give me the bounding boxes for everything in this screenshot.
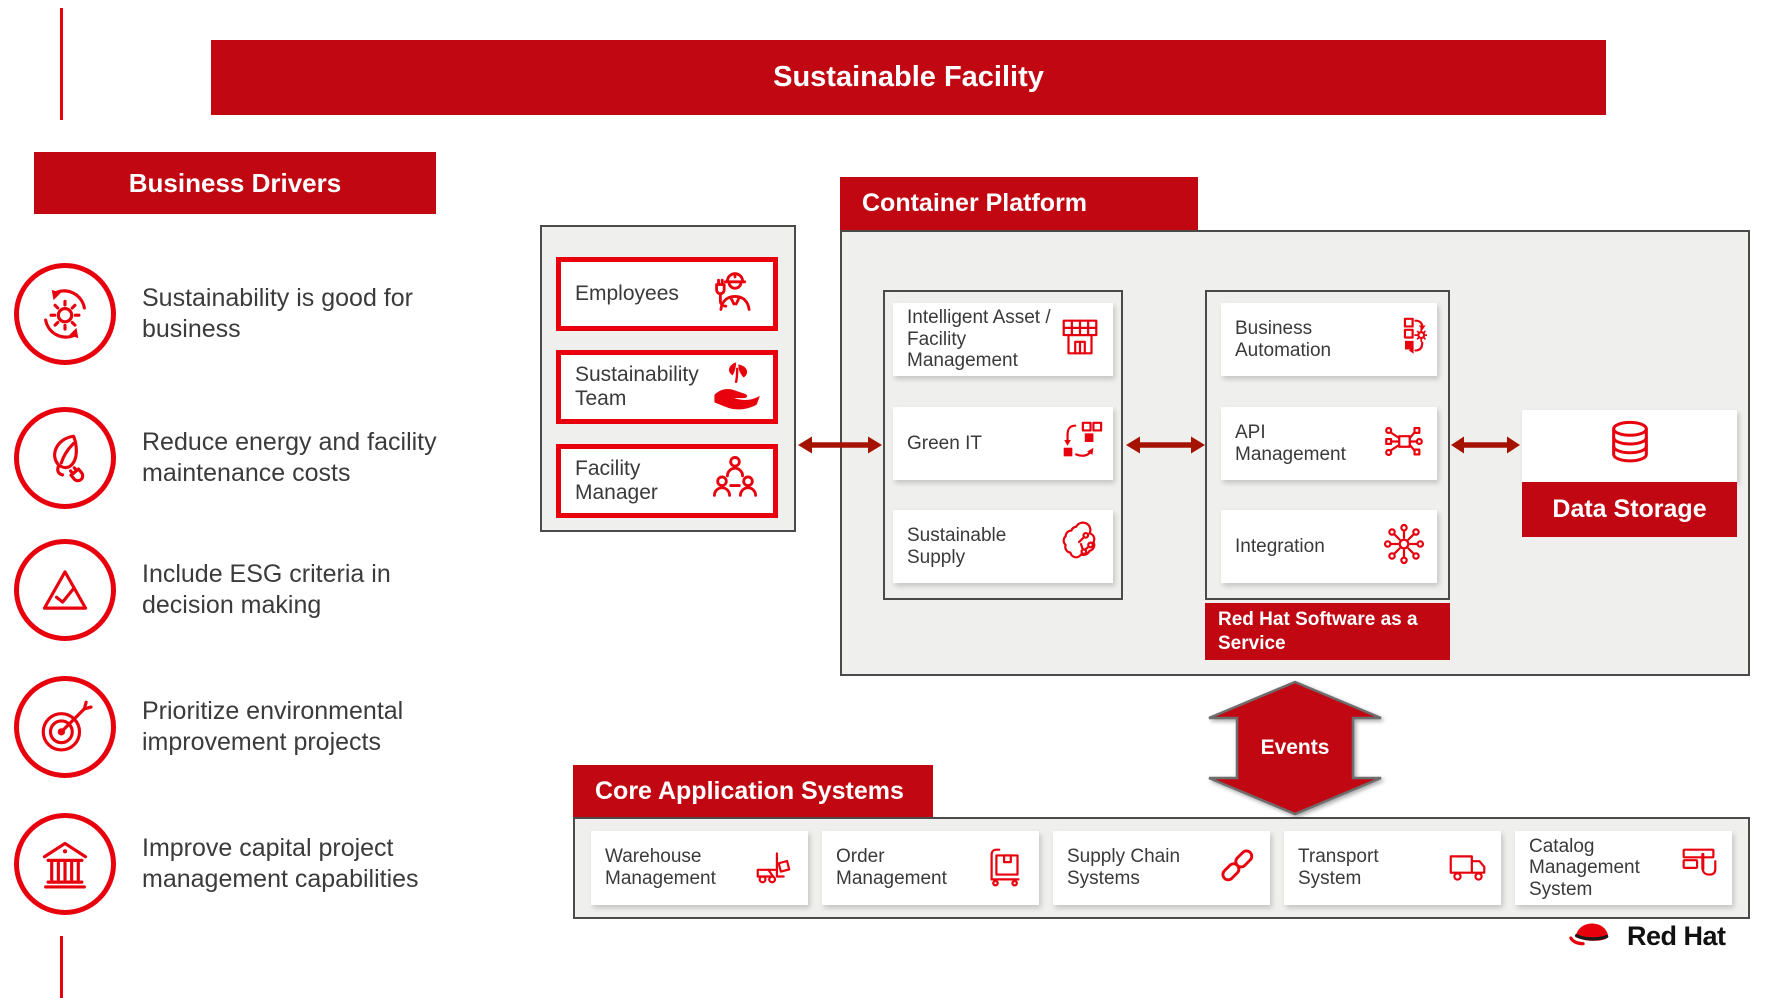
red-hat-fedora-icon [1566,916,1618,957]
arrow-platform-to-software [1126,436,1205,454]
platform-services-group [883,290,1123,600]
worker-icon [709,265,761,323]
forklift-icon [752,842,798,894]
target-arrow-icon [14,676,116,778]
decor-line-top-left [60,8,63,120]
events-label: Events [1260,736,1330,759]
arrow-software-to-storage [1451,436,1520,454]
data-storage-label: Data Storage [1522,482,1737,537]
arrow-people-to-platform [798,436,882,454]
facility-manager-card: Facility Manager [556,444,778,518]
green-it-card: Green IT [893,407,1113,480]
transport-system-card: Transport System [1284,831,1501,905]
events-arrow: Events [1206,679,1384,817]
business-driver-item: Sustainability is good for business [14,263,472,365]
container-platform-header: Container Platform [840,177,1198,230]
decor-line-bottom-left [60,936,63,998]
catalog-hand-icon [1676,842,1722,894]
business-driver-text: Reduce energy and facility maintenance c… [142,428,437,487]
business-drivers-header: Business Drivers [34,152,436,214]
sustainable-supply-label: Sustainable Supply [907,524,1007,568]
integration-label: Integration [1235,535,1325,557]
hand-plant-icon [709,358,761,416]
sustainability-team-card: Sustainability Team [556,350,778,424]
page-title: Sustainable Facility [211,40,1606,115]
business-driver-item: Prioritize environmental improvement pro… [14,676,472,778]
triangle-check-icon [14,539,116,641]
business-driver-item: Include ESG criteria in decision making [14,539,472,641]
handtruck-icon [983,842,1029,894]
order-management-card: Order Management [822,831,1039,905]
business-driver-text: Include ESG criteria in decision making [142,560,391,619]
red-hat-logo-text: Red Hat [1627,921,1726,951]
intelligent-asset-card: Intelligent Asset / Facility Management [893,303,1113,376]
software-services-group [1205,290,1450,600]
integration-hub-icon [1381,521,1427,573]
business-driver-text: Sustainability is good for business [142,284,413,343]
warehouse-management-card: Warehouse Management [591,831,808,905]
database-icon [1600,416,1660,477]
employees-label: Employees [575,281,679,305]
sustainable-supply-card: Sustainable Supply [893,510,1113,583]
chain-link-icon [1214,842,1260,894]
business-automation-card: Business Automation [1221,303,1437,376]
business-driver-text: Prioritize environmental improvement pro… [142,697,404,756]
intelligent-asset-label: Intelligent Asset / Facility Management [907,307,1051,372]
employees-card: Employees [556,257,778,331]
events-arrow-shape [1208,680,1382,816]
red-hat-logo: Red Hat [1566,916,1726,957]
warehouse-management-label: Warehouse Management [605,846,716,889]
business-driver-item: Reduce energy and facility maintenance c… [14,407,472,509]
supply-chain-systems-card: Supply Chain Systems [1053,831,1270,905]
sustainability-team-label: Sustainability Team [575,362,699,410]
automation-icon [1381,314,1429,366]
data-storage-card [1522,410,1737,482]
core-application-systems-header: Core Application Systems [573,765,933,817]
supply-chain-systems-label: Supply Chain Systems [1067,846,1181,889]
process-squares-icon [1057,418,1103,470]
transport-system-label: Transport System [1298,846,1379,889]
leaf-plug-icon [14,407,116,509]
business-driver-text: Improve capital project management capab… [142,834,419,893]
saas-label: Red Hat Software as a Service [1205,603,1450,660]
brain-circuit-icon [1057,521,1103,573]
truck-icon [1445,842,1491,894]
catalog-management-system-card: Catalog Management System [1515,831,1732,905]
catalog-management-system-label: Catalog Management System [1529,835,1640,900]
green-it-label: Green IT [907,432,982,454]
bank-icon [14,813,116,915]
api-nodes-icon [1381,418,1427,470]
recycle-sun-icon [14,263,116,365]
api-management-card: API Management [1221,407,1437,480]
integration-card: Integration [1221,510,1437,583]
facility-building-icon [1057,314,1103,366]
business-automation-label: Business Automation [1235,317,1332,361]
org-people-icon [709,452,761,510]
business-driver-item: Improve capital project management capab… [14,813,472,915]
api-management-label: API Management [1235,421,1346,465]
order-management-label: Order Management [836,846,947,889]
facility-manager-label: Facility Manager [575,456,658,504]
